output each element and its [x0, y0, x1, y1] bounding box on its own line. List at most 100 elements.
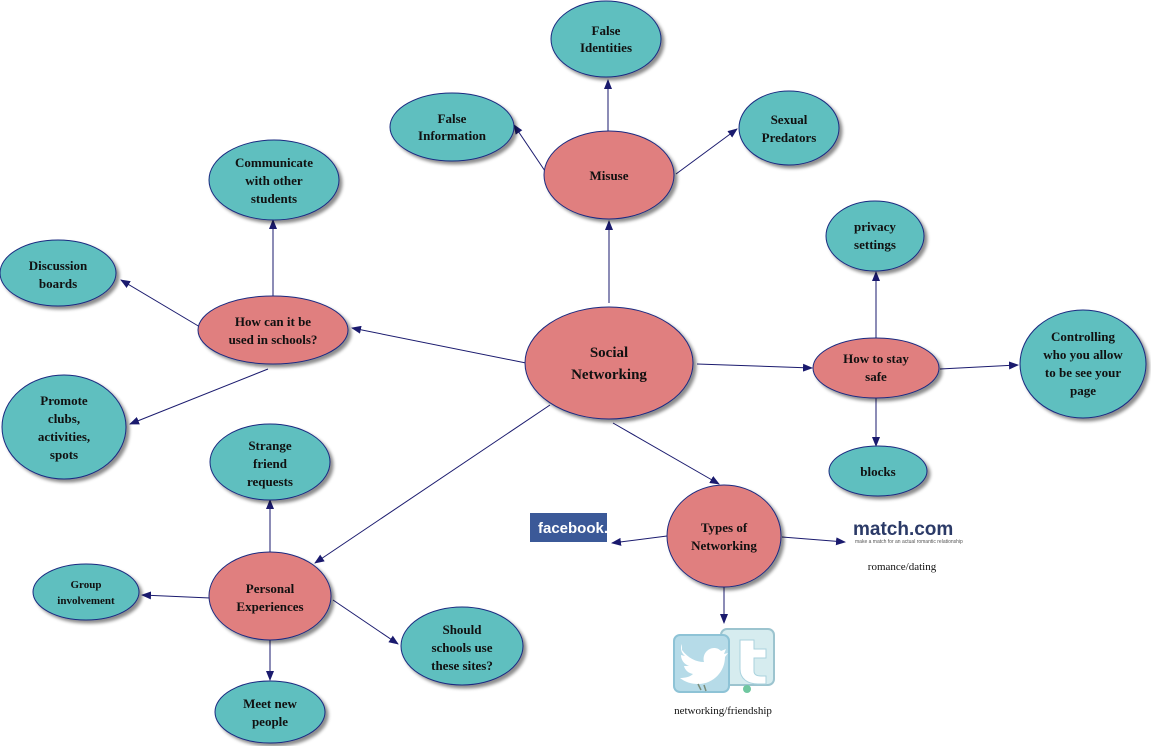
node-line: to be see your — [1045, 365, 1121, 380]
edge-center-safe — [696, 363, 813, 372]
node-line: Experiences — [236, 599, 303, 614]
node-types-networking: Types of Networking — [666, 484, 782, 588]
node-line: with other — [245, 173, 303, 188]
edge-misuse-false-information — [513, 124, 546, 172]
edge-personal-should — [332, 599, 399, 645]
node-line: spots — [50, 447, 78, 462]
node-line: Types of — [701, 520, 748, 535]
node-line: Misuse — [590, 168, 629, 183]
node-line: Sexual — [771, 112, 808, 127]
node-line: Group — [71, 579, 102, 591]
node-line: False — [592, 23, 621, 38]
node-line: Networking — [571, 367, 647, 383]
node-line: Networking — [691, 538, 757, 553]
node-line: involvement — [57, 595, 115, 607]
edge-schools-discussion — [120, 279, 201, 328]
node-misuse: Misuse — [543, 130, 675, 220]
node-line: How to stay — [843, 351, 909, 366]
edge-center-schools — [351, 325, 527, 364]
node-line: Controlling — [1051, 329, 1116, 344]
twitter-bird-icon — [673, 628, 775, 693]
facebook-logo-text: facebook. — [538, 520, 608, 537]
node-line: friend — [253, 456, 288, 471]
node-should-schools: Should schools use these sites? — [400, 606, 524, 686]
node-line: used in schools? — [229, 332, 318, 347]
node-blocks: blocks — [828, 445, 928, 497]
node-line: Strange — [248, 438, 292, 453]
node-line: Discussion — [29, 258, 88, 273]
facebook-logo: facebook. — [530, 513, 608, 542]
node-line: Meet new — [243, 696, 297, 711]
node-line: Communicate — [235, 155, 313, 170]
node-line: Identities — [580, 40, 632, 55]
node-line: How can it be — [235, 314, 311, 329]
node-line: activities, — [38, 429, 90, 444]
node-controlling: Controlling who you allow to be see your pa… — [1019, 309, 1147, 419]
node-line: students — [251, 191, 297, 206]
edge-types-facebook — [611, 535, 668, 546]
node-line: False — [438, 111, 467, 126]
svg-text:blocks: blocks — [860, 464, 895, 479]
node-communicate: Communicate with other students — [208, 139, 340, 221]
edge-types-match — [781, 536, 846, 546]
edge-center-personal — [314, 404, 551, 564]
node-line: Promote — [40, 393, 88, 408]
match-logo-tagline: make a match for an actual romantic rela… — [855, 539, 963, 545]
node-discussion-boards: Discussion boards — [0, 239, 117, 307]
node-line: schools use — [431, 640, 492, 655]
node-group-involvement: Group involvement — [32, 563, 140, 621]
svg-text:Misuse: Misuse — [590, 168, 629, 183]
edge-safe-controlling — [939, 361, 1019, 370]
edge-misuse-sexual-predators — [675, 128, 738, 175]
edge-center-types — [612, 422, 720, 485]
node-line: who you allow — [1043, 347, 1123, 362]
match-logo: match.com make a match for an actual rom… — [853, 519, 963, 545]
connectors — [120, 79, 1019, 681]
node-line: settings — [854, 237, 896, 252]
node-line: Should — [442, 622, 482, 637]
edge-personal-group — [141, 591, 211, 600]
node-line: page — [1070, 383, 1096, 398]
match-logo-text: match.com — [853, 519, 953, 540]
node-line: safe — [865, 369, 887, 384]
node-line: Information — [418, 128, 487, 143]
node-line: Social — [590, 345, 628, 361]
node-line: Predators — [762, 130, 817, 145]
node-line: boards — [39, 276, 77, 291]
node-line: these sites? — [431, 658, 493, 673]
node-line: Personal — [246, 581, 295, 596]
node-line: blocks — [860, 464, 895, 479]
match-caption: romance/dating — [868, 561, 937, 573]
node-line: people — [252, 714, 288, 729]
node-meet-new-people: Meet new people — [214, 680, 326, 744]
node-line: requests — [247, 474, 293, 489]
edge-schools-promote — [129, 368, 269, 425]
node-strange-friend-requests: Strange friend requests — [209, 423, 331, 501]
